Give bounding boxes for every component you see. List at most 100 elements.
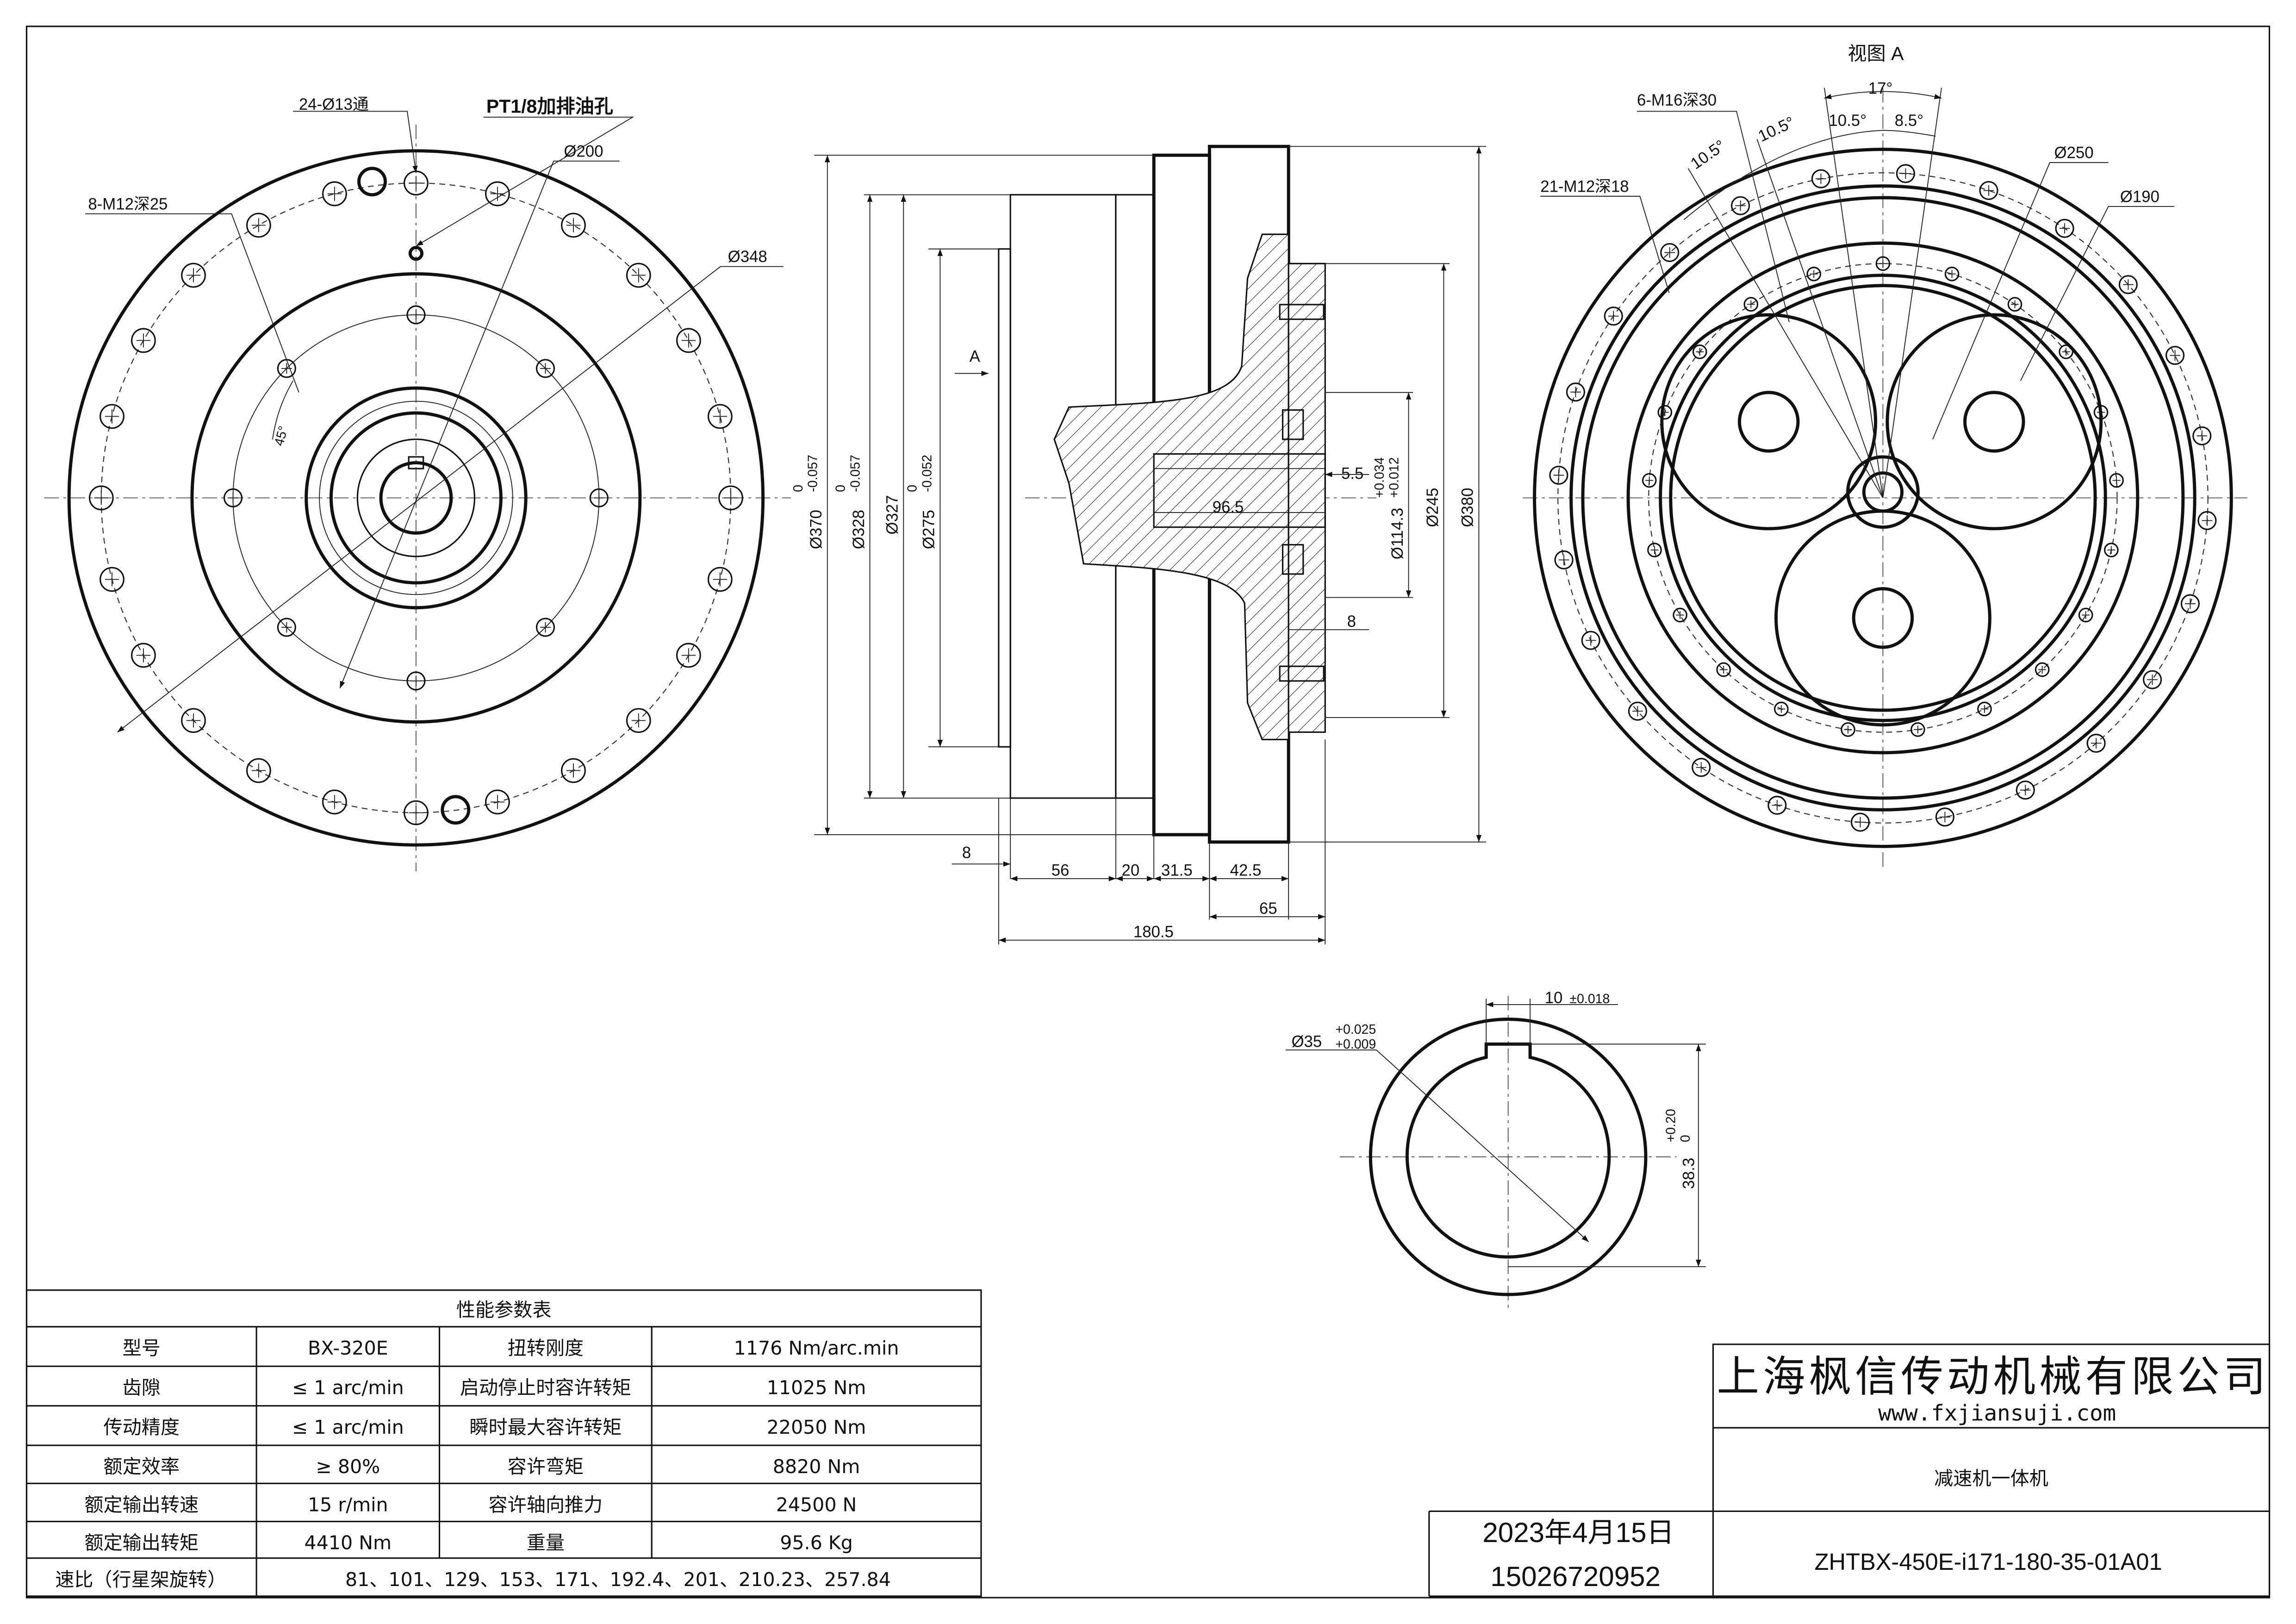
m16-hole [1910,722,1925,737]
tol-275-upper: 0 [905,485,920,492]
spec-table-title: 性能参数表 [456,1299,552,1321]
label-dia-348: Ø348 [728,248,767,266]
label-key-depth: 38.3 [1680,1158,1698,1189]
m16-hole [2078,607,2093,623]
m12-hole [1935,807,1954,827]
dim-5-5: 5.5 [1341,465,1363,482]
front-view: 24-Ø13通 PT1/8加排油孔 8-M12深25 Ø200 Ø348 45° [44,96,791,872]
m16-hole [2035,662,2050,677]
spec-label: 容许弯矩 [508,1455,584,1478]
m12-hole [1850,812,1870,832]
spec-value: ≤ 1 arc/min [292,1416,404,1438]
spec-label: 型号 [123,1337,161,1359]
m12-hole [2143,670,2162,689]
spec-label: 额定输出转矩 [84,1532,199,1554]
through-hole [626,708,651,733]
label-shaft-dia-tol-lower: +0.009 [1335,1037,1376,1052]
company-website: www.fxjiansuji.com [1878,1400,2116,1426]
through-hole [485,789,510,815]
label-key-depth-tol-lower: 0 [1678,1135,1693,1142]
tol-370-lower: -0.057 [806,455,821,492]
through-holes [88,170,743,825]
spec-value: 4410 Nm [305,1532,392,1554]
dim-bottom-31-5: 31.5 [1161,862,1193,880]
drawing-number: ZHTBX-450E-i171-180-35-01A01 [1815,1549,2162,1575]
tapped-hole [406,671,426,691]
tapped-hole [277,618,296,637]
m16-hole [1774,701,1789,717]
label-m12-holes: 21-M12深18 [1540,178,1629,195]
spec-label: 启动停止时容许转矩 [460,1376,631,1399]
through-hole [707,567,733,592]
tol-114-upper: +0.034 [1372,457,1387,498]
title-block: 上海枫信传动机械有限公司 www.fxjiansuji.com 减速机一体机 2… [1428,1343,2271,1597]
label-angle-8-5: 8.5° [1895,112,1923,130]
m12-hole [1660,243,1680,262]
tol-328-upper: 0 [834,485,848,492]
m12-hole [1731,196,1750,215]
m12-hole [2118,275,2138,294]
m16-hole [1841,722,1855,737]
label-key-width: 10 [1545,989,1563,1007]
through-hole [485,181,510,206]
tapped-hole [406,305,426,325]
m16-hole [2109,473,2124,488]
through-hole [561,758,586,783]
m12-hole [1692,758,1711,777]
view-a-title: 视图 A [1848,43,1904,64]
tapped-hole [223,488,243,508]
label-dia-200: Ø200 [564,143,603,160]
through-hole [718,485,743,511]
tapped-hole [535,359,555,378]
m16-hole [1875,256,1891,271]
spec-label: 齿隙 [123,1376,161,1399]
through-hole [100,404,124,429]
label-dia-190: Ø190 [2120,188,2159,206]
through-hole [404,800,429,825]
m12-hole [2197,511,2217,531]
gear-right [1885,313,2103,531]
product-name: 减速机一体机 [1934,1468,2048,1489]
through-hole [181,262,206,288]
through-hole [626,262,651,288]
label-through-holes: 24-Ø13通 [299,96,369,113]
m12-hole [2192,426,2212,446]
dim-bottom-56: 56 [1052,862,1070,880]
through-hole [707,404,733,429]
dim-bottom-180-5: 180.5 [1133,923,1174,941]
m16-hole [1647,543,1662,557]
label-angle-17: 17° [1868,80,1893,97]
m12-hole [1896,164,1915,183]
m16-hole [1743,297,1759,312]
m12-hole [1767,795,1787,815]
spec-value: 11025 Nm [767,1376,866,1399]
dim-8-right: 8 [1347,613,1356,631]
dim-bottom-20: 20 [1122,862,1140,880]
tol-275-lower: -0.052 [920,455,934,492]
spec-value: 24500 N [776,1493,857,1516]
through-hole [322,181,347,206]
contact-phone: 15026720952 [1490,1561,1661,1592]
dim-dia-245: Ø245 [1424,488,1442,527]
through-hole [100,567,124,592]
through-hole [322,789,347,815]
spec-value: 95.6 Kg [780,1532,853,1554]
through-hole [246,212,271,238]
through-hole [181,708,206,733]
m12-hole [1979,181,1998,200]
m16-hole [1657,405,1673,420]
spec-value: BX-320E [308,1337,388,1359]
label-key-depth-tol-upper: +0.20 [1663,1109,1678,1142]
tapped-hole [535,618,555,637]
dim-dia-370: Ø370 [808,510,825,549]
label-key-width-tol: ±0.018 [1570,992,1610,1006]
m16-hole [1716,662,1731,677]
ratio-values: 81、101、129、153、171、192.4、201、210.23、257.… [345,1568,891,1591]
label-angle-10-5-c: 10.5° [1829,112,1867,130]
through-hole [561,212,586,238]
tol-370-upper: 0 [791,485,806,492]
dim-dia-380: Ø380 [1459,488,1477,527]
m16-hole [1806,267,1822,281]
m16-hole [1977,701,1992,717]
through-hole [131,328,156,353]
